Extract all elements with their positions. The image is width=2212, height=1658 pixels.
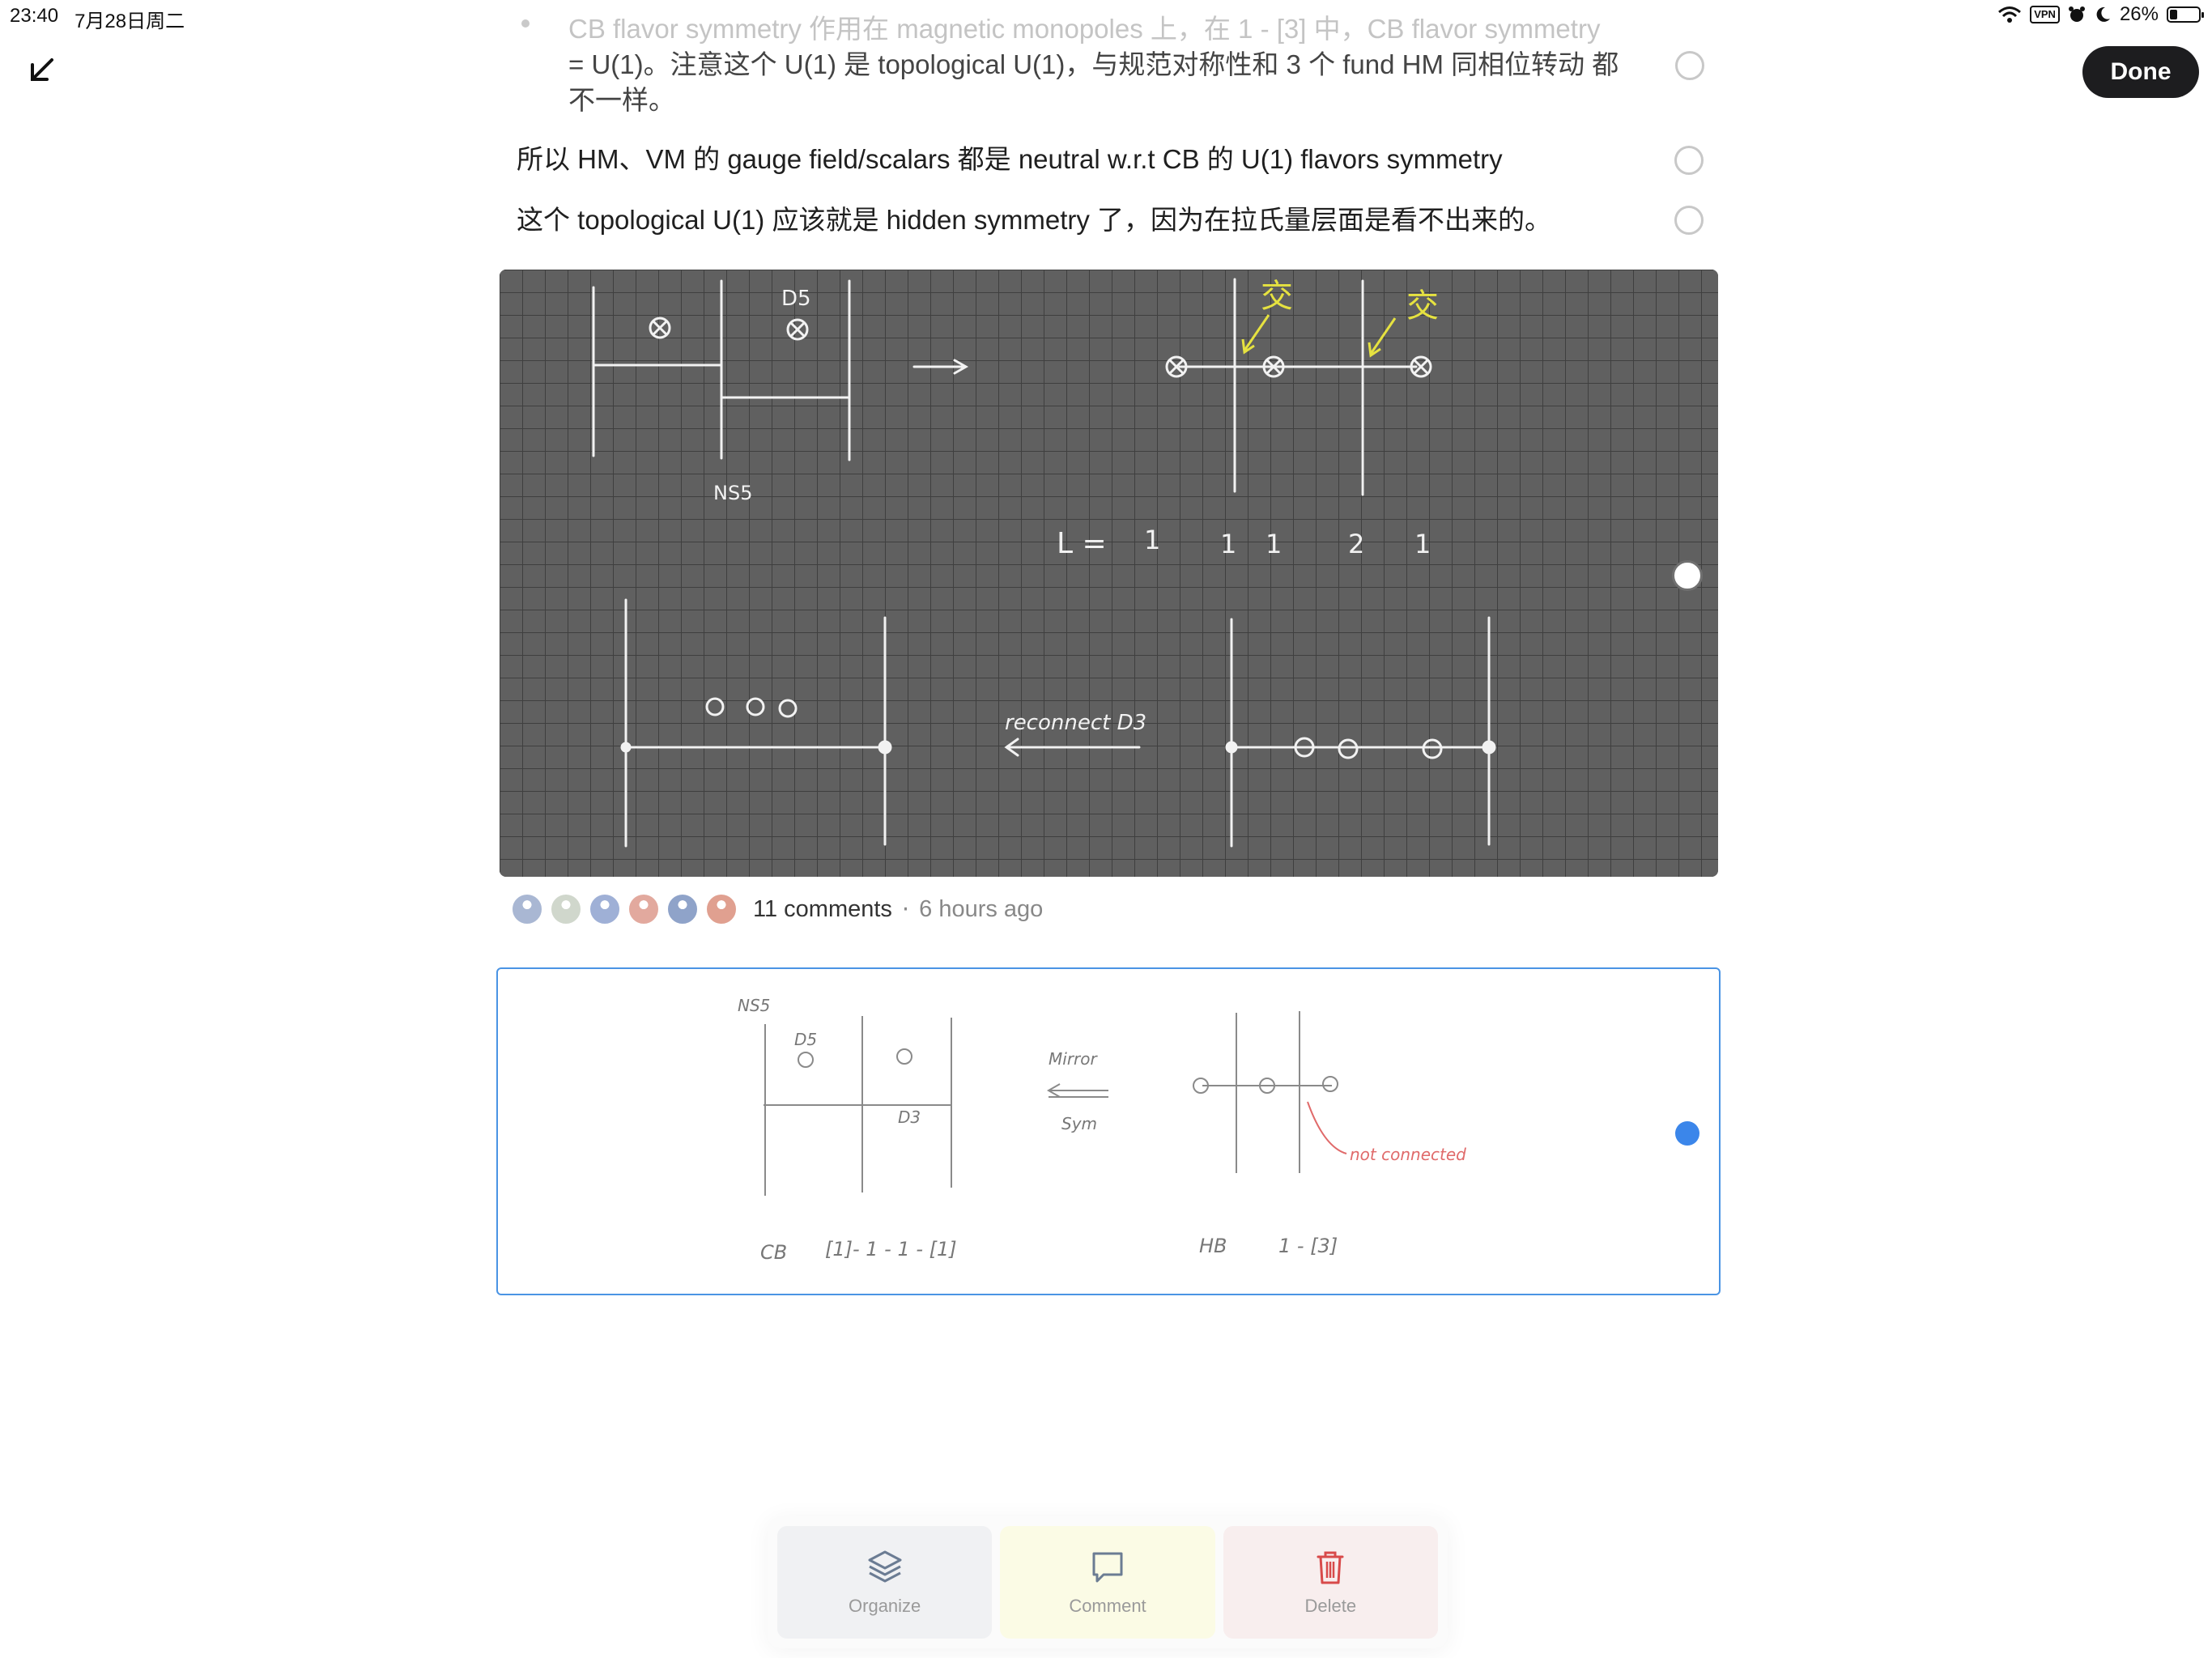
text-line: 不一样。 [568, 85, 675, 115]
delete-button[interactable]: Delete [1223, 1526, 1438, 1639]
board-value: 1 [1220, 529, 1236, 559]
board-value: 2 [1348, 529, 1364, 559]
board-label: NS5 [713, 482, 752, 504]
avatar [510, 892, 544, 926]
board-value: 1 [1144, 525, 1160, 555]
trash-icon [1317, 1551, 1344, 1584]
board-value: 1 [1414, 529, 1431, 559]
bullet-dot [521, 19, 530, 28]
sketch-label: NS5 [738, 996, 770, 1015]
comments-summary[interactable]: 11 comments · 6 hours ago [510, 891, 1043, 928]
bottom-toolbar: Organize Comment Delete [768, 1516, 1448, 1648]
status-time: 23:40 [10, 5, 59, 27]
sketch-label: HB [1199, 1235, 1227, 1257]
sketch-label: not connected [1350, 1145, 1466, 1164]
done-button[interactable]: Done [2082, 46, 2199, 98]
status-date: 7月28日周二 [74, 11, 185, 32]
board-label: reconnect D3 [1005, 711, 1146, 735]
speech-bubble-icon [1092, 1552, 1123, 1582]
select-radio[interactable] [1672, 560, 1703, 591]
status-bar-left: 23:40 7月28日周二 [10, 5, 185, 33]
collapse-button[interactable] [24, 53, 60, 89]
select-radio[interactable] [1675, 51, 1704, 80]
delete-label: Delete [1304, 1595, 1357, 1616]
sketch-label: Mirror [1049, 1049, 1098, 1069]
wifi-icon [1998, 6, 2022, 23]
text-line: CB flavor symmetry 作用在 magnetic monopole… [568, 14, 1601, 44]
chalkboard-image[interactable]: NS5 D5 L = 1 1 1 2 1 reconnect D3 交 交 [500, 270, 1718, 877]
sketch-label: Sym [1061, 1114, 1097, 1133]
status-bar-right: VPN 26% [1997, 3, 2204, 26]
avatar [549, 892, 583, 926]
board-annotation: 交 [1261, 278, 1293, 315]
layers-icon [868, 1550, 902, 1582]
board-label: D5 [781, 287, 811, 311]
board-label: L = [1057, 527, 1107, 560]
sketch-label: [1]- 1 - 1 - [1] [825, 1238, 957, 1261]
comment-label: Comment [1069, 1595, 1146, 1616]
battery-percent: 26% [2119, 3, 2159, 25]
sketch-label: 1 - [3] [1278, 1235, 1338, 1257]
battery-icon [2167, 6, 2204, 23]
sketch-label: CB [760, 1241, 787, 1264]
organize-button[interactable]: Organize [777, 1526, 993, 1639]
board-value: 1 [1266, 529, 1282, 559]
separator: · [901, 895, 910, 923]
select-radio[interactable] [1674, 146, 1704, 175]
alarm-icon [2068, 6, 2085, 22]
timestamp: 6 hours ago [919, 895, 1044, 922]
comments-count[interactable]: 11 comments [753, 895, 892, 922]
avatar [704, 892, 738, 926]
avatar [588, 892, 622, 926]
select-radio[interactable] [1674, 206, 1704, 235]
avatar [666, 892, 700, 926]
text-block-1[interactable]: CB flavor symmetry 作用在 magnetic monopole… [568, 11, 1670, 118]
battery-fill [2170, 10, 2177, 19]
select-radio[interactable] [1675, 1121, 1699, 1146]
comment-button[interactable]: Comment [1000, 1526, 1215, 1639]
sketch-image[interactable]: NS5 D5 D3 Mirror Sym CB [1]- 1 - 1 - [1]… [496, 967, 1721, 1295]
sketch-label: D3 [898, 1107, 921, 1127]
avatar [627, 892, 661, 926]
moon-icon [2096, 6, 2110, 22]
arrow-down-left-icon [31, 58, 53, 81]
text-block-2[interactable]: 所以 HM、VM 的 gauge field/scalars 都是 neutra… [517, 144, 1503, 174]
organize-label: Organize [849, 1595, 921, 1616]
text-line: = U(1)。注意这个 U(1) 是 topological U(1)，与规范对… [568, 49, 1619, 79]
sketch-label: D5 [794, 1030, 817, 1049]
text-block-3[interactable]: 这个 topological U(1) 应该就是 hidden symmetry… [517, 205, 1552, 235]
board-annotation: 交 [1406, 287, 1439, 325]
vpn-badge: VPN [2030, 6, 2060, 23]
